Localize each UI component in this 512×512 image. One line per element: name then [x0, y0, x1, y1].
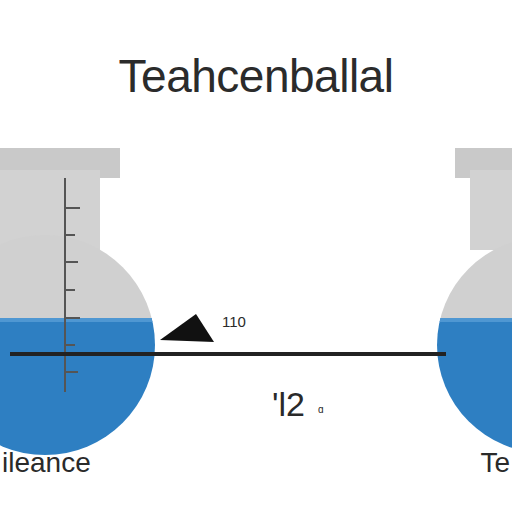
diagram-title: Teahcenballal	[119, 51, 394, 102]
value-label: 'l2	[272, 386, 305, 423]
edge-label: Te	[480, 448, 510, 479]
right-flask	[420, 148, 512, 468]
left-flask	[0, 148, 160, 468]
balance-beam	[10, 352, 446, 356]
pointer-triangle	[160, 314, 214, 342]
edge-label: ileance	[2, 448, 91, 479]
unit-label: ɑ	[318, 404, 324, 415]
value-label: 110	[222, 314, 246, 331]
